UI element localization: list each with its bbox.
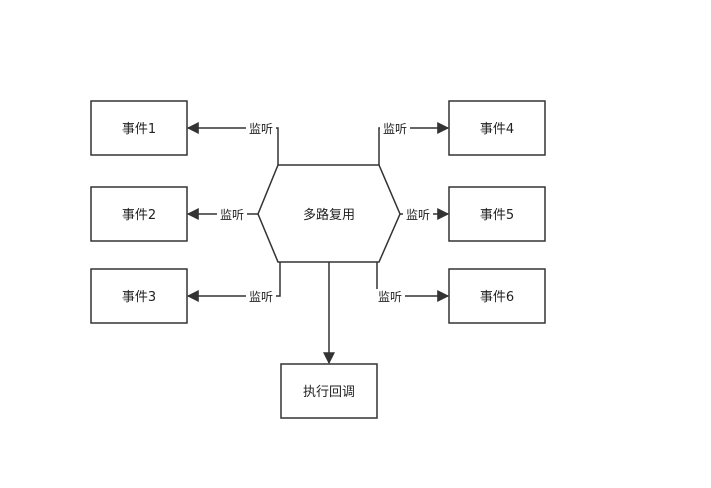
edge-event1: [186, 122, 279, 165]
multiplexer-hexagon: [257, 164, 401, 263]
event-label-5: 事件5: [480, 208, 514, 223]
event-label-4: 事件4: [480, 122, 514, 137]
edge-label-2: 监听: [220, 208, 244, 222]
event-label-2: 事件2: [122, 208, 156, 223]
event-node-6[interactable]: 事件6: [448, 268, 546, 324]
edge-event4: [378, 122, 450, 165]
event-label-3: 事件3: [122, 290, 156, 305]
event-box-6: [448, 268, 546, 324]
event-node-1[interactable]: 事件1: [90, 100, 188, 156]
event-box-1: [90, 100, 188, 156]
edge-label-3: 监听: [249, 290, 273, 304]
event-box-5: [448, 186, 546, 242]
multiplexer-label: 多路复用: [303, 207, 355, 223]
callback-box: [280, 363, 378, 419]
event-node-3[interactable]: 事件3: [90, 268, 188, 324]
event-box-4: [448, 100, 546, 156]
event-node-2[interactable]: 事件2: [90, 186, 188, 242]
event-box-2: [90, 186, 188, 242]
event-label-1: 事件1: [122, 122, 156, 137]
event-node-5[interactable]: 事件5: [448, 186, 546, 242]
edge-label-5: 监听: [406, 208, 430, 222]
edge-label-1: 监听: [249, 122, 273, 136]
callback-node[interactable]: 执行回调: [280, 363, 378, 419]
edge-labels: 监听 监听 监听 监听 监听 监听: [217, 121, 433, 304]
event-node-4[interactable]: 事件4: [448, 100, 546, 156]
event-label-6: 事件6: [480, 290, 514, 305]
event-box-3: [90, 268, 188, 324]
multiplexer-node[interactable]: 多路复用: [257, 164, 401, 263]
edge-label-6: 监听: [378, 290, 402, 304]
edge-label-4: 监听: [383, 122, 407, 136]
edge-event3: [186, 262, 281, 302]
callback-label: 执行回调: [303, 385, 355, 400]
